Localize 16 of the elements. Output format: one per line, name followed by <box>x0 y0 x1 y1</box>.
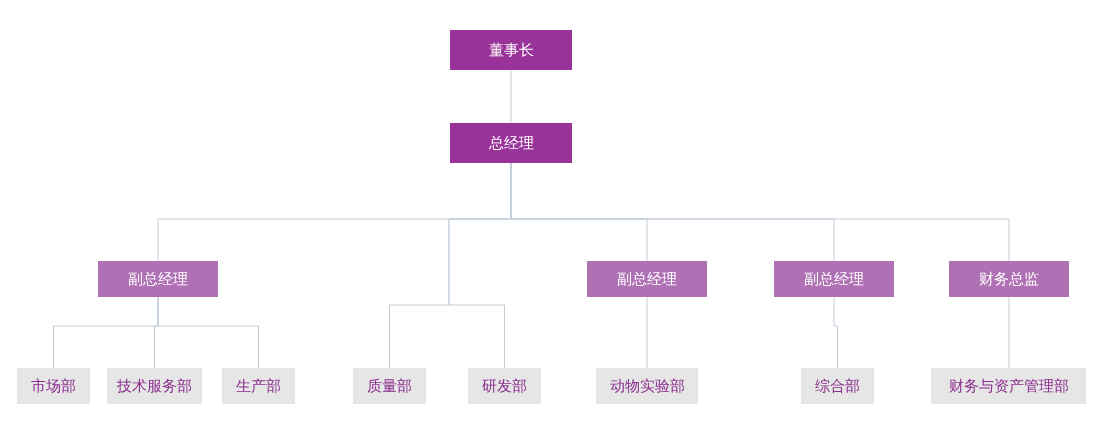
title-box: 总经理 <box>450 123 572 163</box>
title-box: 董事长 <box>450 30 572 70</box>
department-box: 财务与资产管理部 <box>931 368 1086 404</box>
manager-box: 副总经理 <box>98 261 218 297</box>
department-box: 生产部 <box>222 368 295 404</box>
manager-box: 副总经理 <box>587 261 707 297</box>
connector-line <box>157 296 259 369</box>
manager-box: 财务总监 <box>949 261 1069 297</box>
department-box: 技术服务部 <box>107 368 202 404</box>
department-box: 市场部 <box>17 368 90 404</box>
department-box: 综合部 <box>801 368 874 404</box>
department-box: 动物实验部 <box>596 368 698 404</box>
department-box: 研发部 <box>468 368 541 404</box>
department-box: 质量部 <box>353 368 426 404</box>
connector-line <box>833 296 838 369</box>
manager-box: 副总经理 <box>774 261 894 297</box>
